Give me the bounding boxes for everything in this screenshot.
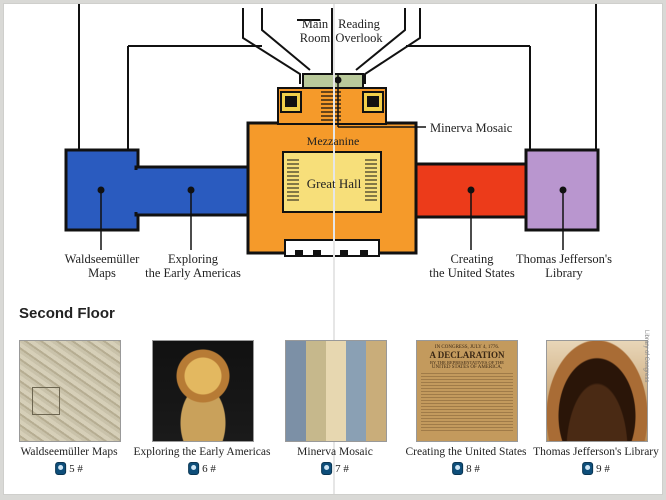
stop-5: 5 # [55, 462, 83, 475]
caption-waldseemuller: Waldseemüller Maps [20, 446, 118, 458]
floor-plan [64, 4, 600, 257]
caption-exploring: Exploring the Early Americas [133, 446, 271, 458]
stop-number: 8 # [466, 462, 480, 475]
jaguar-statue-image [152, 340, 254, 442]
jefferson-label: Thomas Jefferson's Library [515, 252, 613, 280]
waldseemuller-label: Waldseemüller Maps [64, 252, 140, 280]
audio-guide-icon [321, 462, 333, 475]
main-room-label: Main Room [299, 17, 331, 45]
stop-6: 6 # [188, 462, 216, 475]
audio-guide-icon [55, 462, 67, 475]
audio-guide-icon [452, 462, 464, 475]
reading-overlook-label: Reading Overlook [335, 17, 383, 45]
mezzanine-label: Mezzanine [306, 134, 360, 148]
creating-label: Creating the United States [429, 252, 515, 280]
great-hall [282, 151, 382, 213]
photo-credit: Library of Congress [643, 330, 649, 383]
audio-guide-icon [188, 462, 200, 475]
caption-creating: Creating the United States [405, 446, 527, 458]
minerva-mosaic-label: Minerva Mosaic [430, 121, 513, 135]
stop-number: 7 # [335, 462, 349, 475]
stop-7: 7 # [321, 462, 349, 475]
declaration-line-2: A DECLARATION [429, 350, 505, 360]
stop-number: 6 # [202, 462, 216, 475]
audio-guide-icon [582, 462, 594, 475]
declaration-image: IN CONGRESS, JULY 4, 1776. A DECLARATION… [416, 340, 518, 442]
declaration-line-4: UNITED STATES OF AMERICA, [431, 365, 503, 370]
declaration-line-1: IN CONGRESS, JULY 4, 1776. [434, 345, 500, 350]
stop-9: 9 # [582, 462, 610, 475]
jefferson-library-image [546, 340, 648, 442]
stop-number: 9 # [596, 462, 610, 475]
caption-jefferson: Thomas Jefferson's Library [533, 446, 659, 458]
minerva-mosaic-image [285, 340, 387, 442]
section-title: Second Floor [19, 305, 115, 322]
book-spine [333, 4, 335, 494]
stop-number: 5 # [69, 462, 83, 475]
great-hall-label: Great Hall [306, 176, 362, 191]
waldseemuller-map-image [19, 340, 121, 442]
stop-8: 8 # [452, 462, 480, 475]
declaration-line-3: BY THE REPRESENTATIVES OF THE [429, 360, 505, 365]
exploring-label: Exploring the Early Americas [145, 252, 241, 280]
caption-minerva: Minerva Mosaic [297, 446, 373, 458]
